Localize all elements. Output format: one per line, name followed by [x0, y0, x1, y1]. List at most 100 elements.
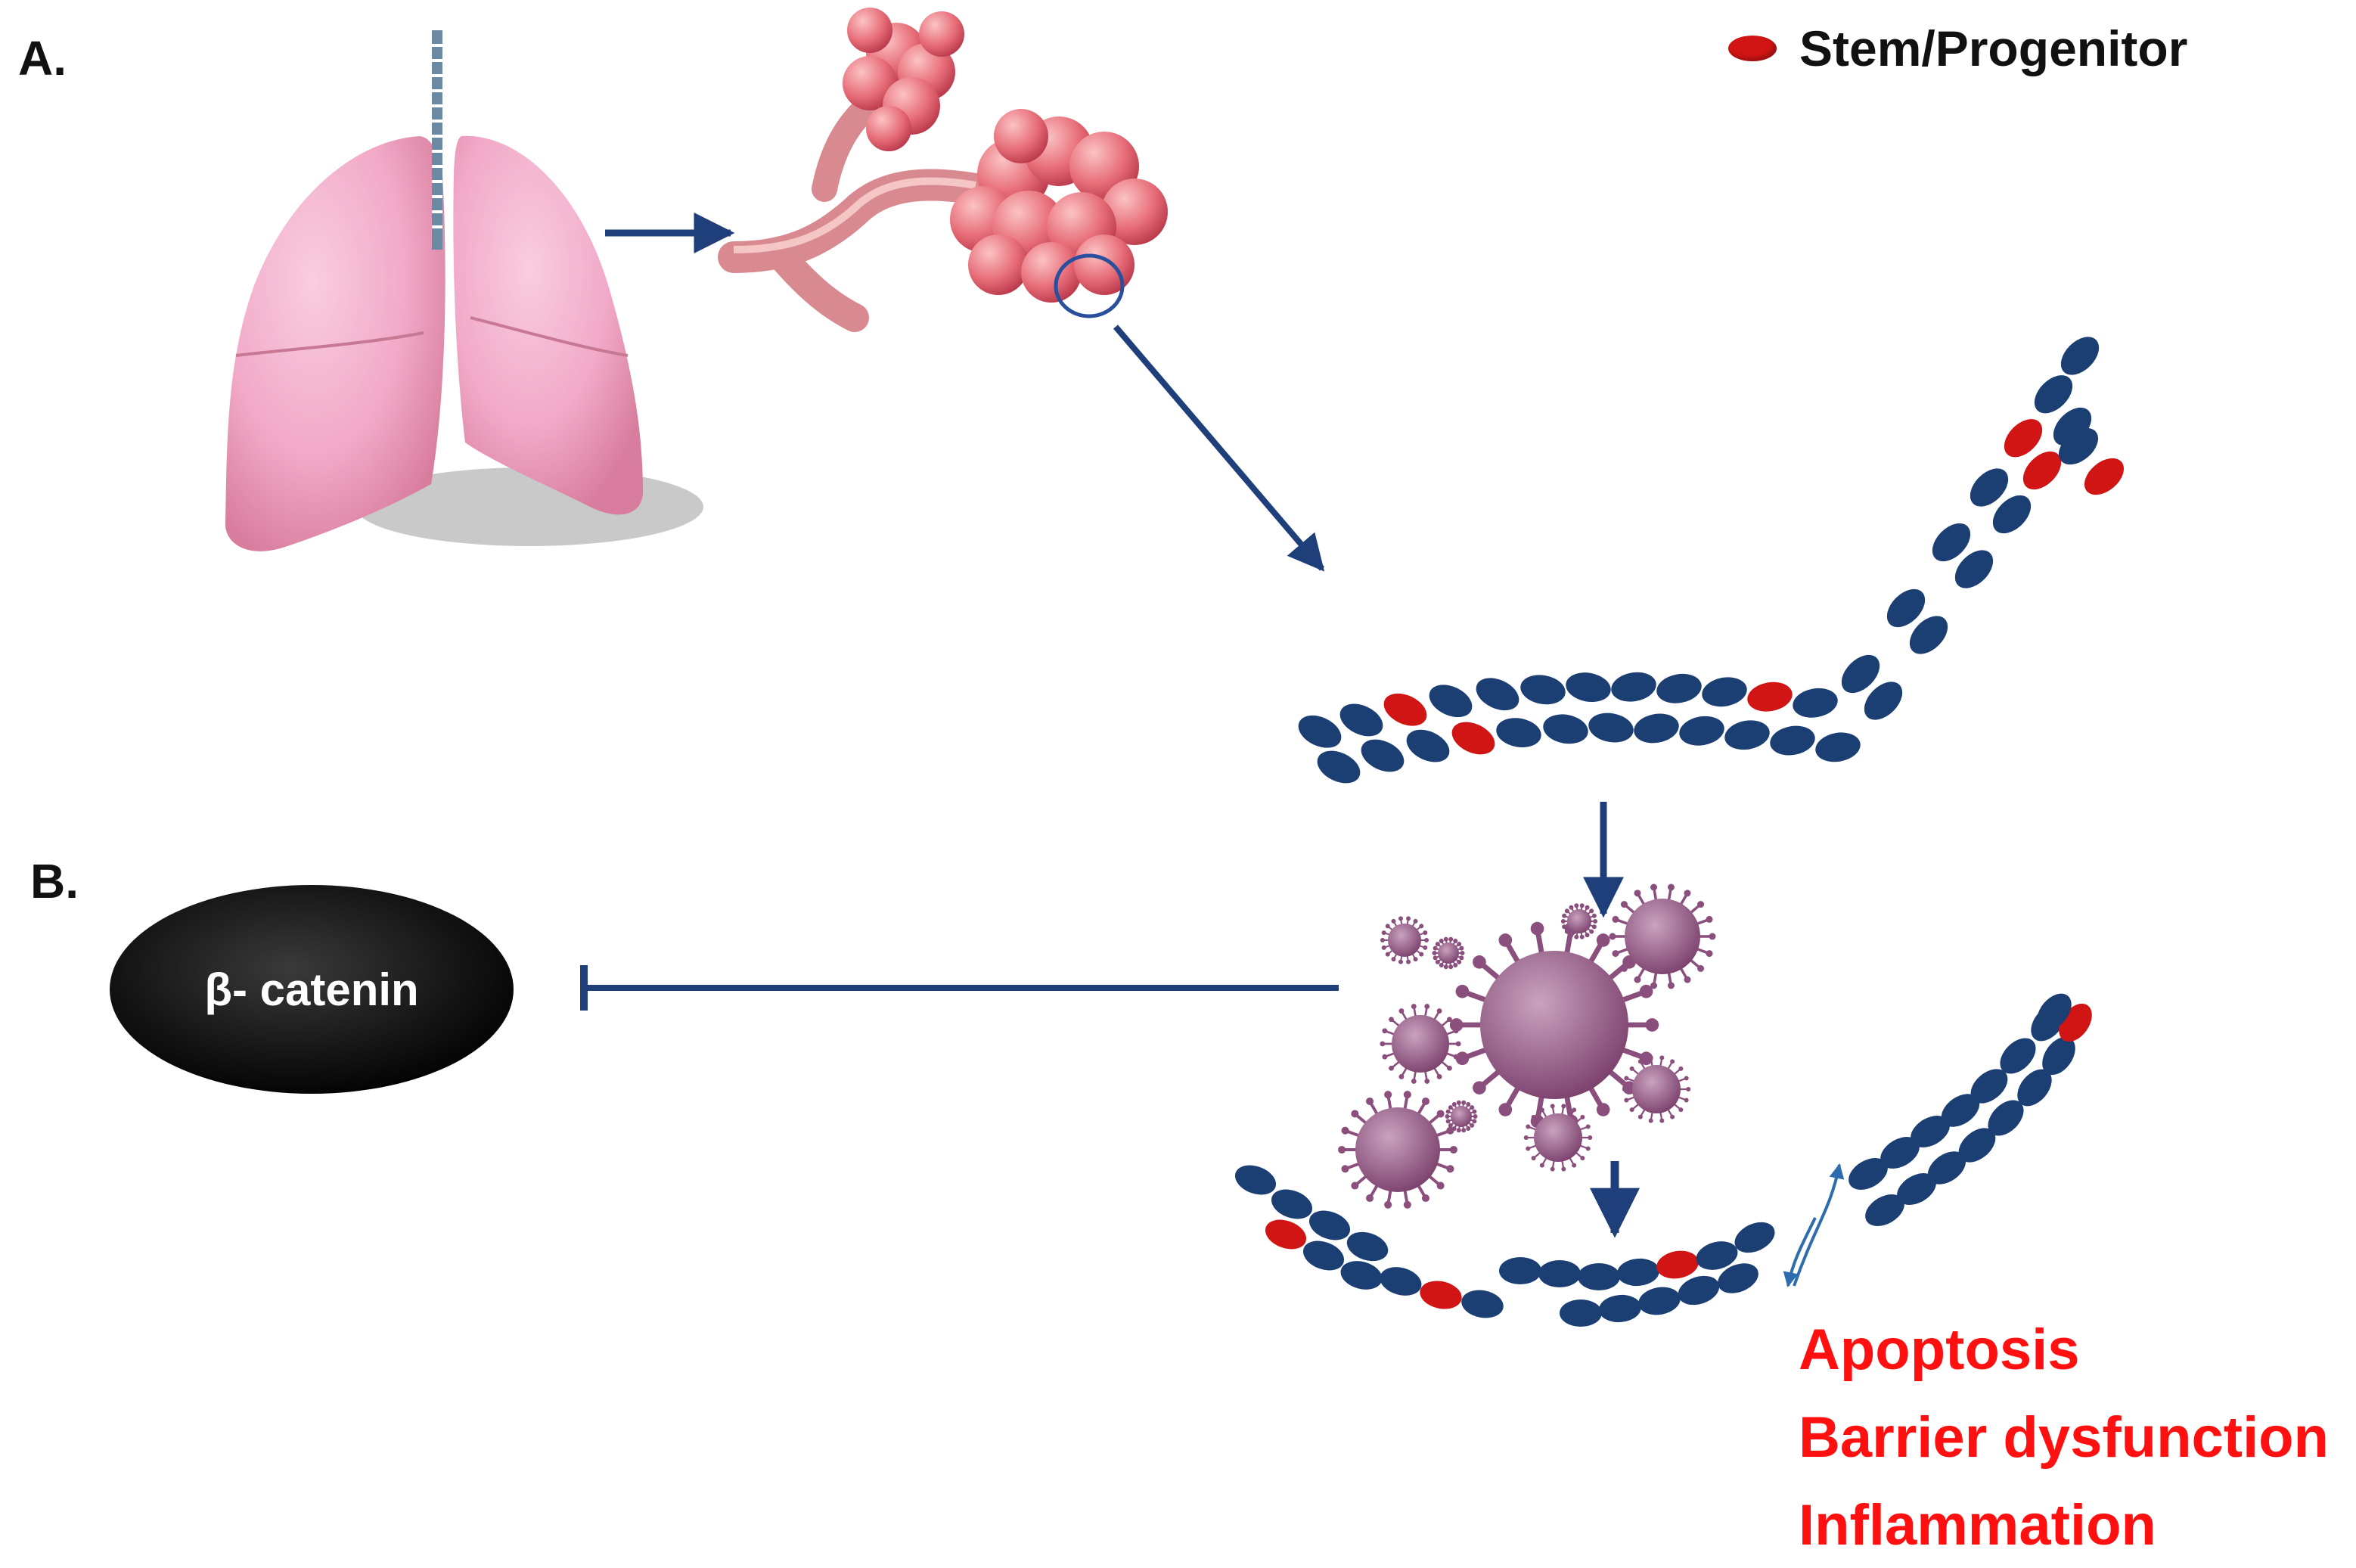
virus-icon	[1380, 1004, 1461, 1084]
outcome-inflammation: Inflammation	[1799, 1493, 2156, 1558]
epithelial-cell	[2058, 427, 2099, 465]
epithelial-cell	[1718, 1263, 1758, 1293]
epithelial-cell	[1848, 1158, 1888, 1190]
epithelial-cell	[1234, 1165, 1277, 1195]
outcome-apoptosis: Apoptosis	[1799, 1318, 2080, 1382]
virus-icon	[1622, 1055, 1691, 1123]
epithelial-cell	[1954, 550, 1994, 588]
epithelial-cell	[1880, 1137, 1920, 1169]
epithelial-cell	[1702, 677, 1747, 707]
epithelial-cell	[1617, 1258, 1659, 1287]
stem-cell	[2084, 458, 2125, 495]
epithelial-cell	[1588, 713, 1634, 743]
epithelial-cell	[1499, 1257, 1541, 1284]
virus-icon	[1449, 921, 1659, 1129]
virus-icon	[1560, 903, 1598, 939]
epithelial-cell	[1361, 739, 1405, 772]
epithelial-cell	[1970, 1069, 2008, 1104]
epithelial-cell	[1538, 1260, 1581, 1287]
legend-label: Stem/Progenitor	[1799, 20, 2188, 76]
arrow-alveoli-to-epithelium	[1113, 324, 1325, 572]
epithelial-cell	[1560, 1299, 1602, 1327]
virus-icon	[1338, 1091, 1457, 1209]
barrier-gap-arrow	[1783, 1163, 1845, 1287]
epithelial-cell	[1578, 1263, 1620, 1290]
epithelial-cell	[1599, 1294, 1641, 1323]
virus-icon	[1609, 883, 1716, 989]
stem-cell	[1265, 1219, 1307, 1250]
epithelial-cell	[1678, 1275, 1720, 1306]
epithelial-cell	[1317, 750, 1361, 784]
epithelial-cell	[2000, 1038, 2036, 1074]
epithelial-cell	[1970, 468, 2009, 507]
stem-cell	[1451, 722, 1495, 755]
epithelial-cell	[1958, 1128, 1996, 1163]
epithelial-cell	[1298, 715, 1342, 748]
epithelial-cell	[2034, 375, 2073, 414]
virus-icon	[1380, 916, 1429, 964]
epithelial-cell	[1897, 1173, 1936, 1205]
beta-catenin-label-wrap: β- catenin	[110, 885, 514, 1094]
epithelial-cell	[1340, 1261, 1383, 1290]
stem-cell	[1747, 682, 1793, 712]
damaged-epithelium	[1234, 993, 2092, 1327]
legend: Stem/Progenitor	[1728, 20, 2187, 77]
outcome-barrier-dysfunction: Barrier dysfunction	[1799, 1405, 2330, 1470]
epithelial-cell	[1461, 1290, 1504, 1318]
epithelial-cell	[1339, 703, 1383, 737]
epithelial-cell	[1793, 688, 1838, 718]
epithelial-cell	[1634, 713, 1679, 744]
epithelial-cell	[1864, 682, 1903, 720]
epithelial-cell	[1520, 675, 1566, 705]
stem-cell	[1656, 1250, 1699, 1279]
beta-catenin-label: β- catenin	[204, 964, 419, 1015]
epithelial-cell	[1429, 685, 1473, 718]
virus-icon	[1445, 1100, 1478, 1133]
epithelial-cell	[1909, 616, 1948, 654]
epithelial-cell	[1271, 1189, 1313, 1219]
epithelial-cell	[1638, 1287, 1681, 1315]
epithelial-cell	[1941, 1094, 1980, 1127]
epithelial-cell	[1724, 720, 1770, 750]
epithelial-cell	[1815, 732, 1861, 762]
epithelial-cell	[1932, 523, 1971, 562]
epithelial-cell	[1679, 716, 1724, 746]
epithelial-cell	[1734, 1222, 1775, 1253]
alveoli-icon	[718, 8, 1168, 332]
epithelial-cell	[1406, 729, 1450, 762]
epithelial-cell	[1988, 1100, 2024, 1136]
stem-cell-swatch	[1728, 36, 1777, 61]
healthy-epithelium	[1298, 337, 2125, 784]
virus-icon	[1432, 936, 1465, 970]
stem-cell	[2004, 419, 2043, 458]
epithelial-cell	[1543, 714, 1588, 744]
epithelial-cell	[1992, 495, 2032, 534]
epithelial-cell	[1911, 1116, 1950, 1147]
epithelial-cell	[1770, 725, 1815, 756]
epithelial-cell	[1927, 1151, 1966, 1185]
epithelial-cell	[1656, 673, 1702, 703]
outcomes-list: Apoptosis Barrier dysfunction Inflammati…	[1799, 1309, 2329, 1568]
epithelial-cell	[1496, 718, 1541, 748]
epithelial-cell	[2042, 1036, 2075, 1076]
epithelial-cell	[2060, 337, 2100, 375]
epithelial-cell	[1302, 1240, 1345, 1271]
inhibition-line	[580, 965, 1339, 1011]
epithelial-cell	[1611, 672, 1656, 702]
epithelial-cell	[1696, 1241, 1738, 1270]
virus-icon	[1523, 1104, 1593, 1172]
stem-cell	[2022, 451, 2062, 490]
epithelial-cell	[1841, 654, 1880, 694]
stem-cell	[1383, 693, 1427, 726]
epithelial-cell	[1566, 672, 1611, 703]
epithelial-cell	[2017, 1069, 2052, 1107]
epithelial-cell	[1346, 1231, 1389, 1262]
panel-label-a: A.	[18, 31, 67, 85]
epithelial-cell	[1476, 678, 1519, 711]
beta-catenin-node	[110, 885, 514, 1094]
virus-cloud	[1338, 883, 1716, 1209]
epithelial-cell	[1380, 1267, 1422, 1296]
epithelial-cell	[2037, 993, 2072, 1031]
epithelial-cell	[1886, 588, 1926, 628]
